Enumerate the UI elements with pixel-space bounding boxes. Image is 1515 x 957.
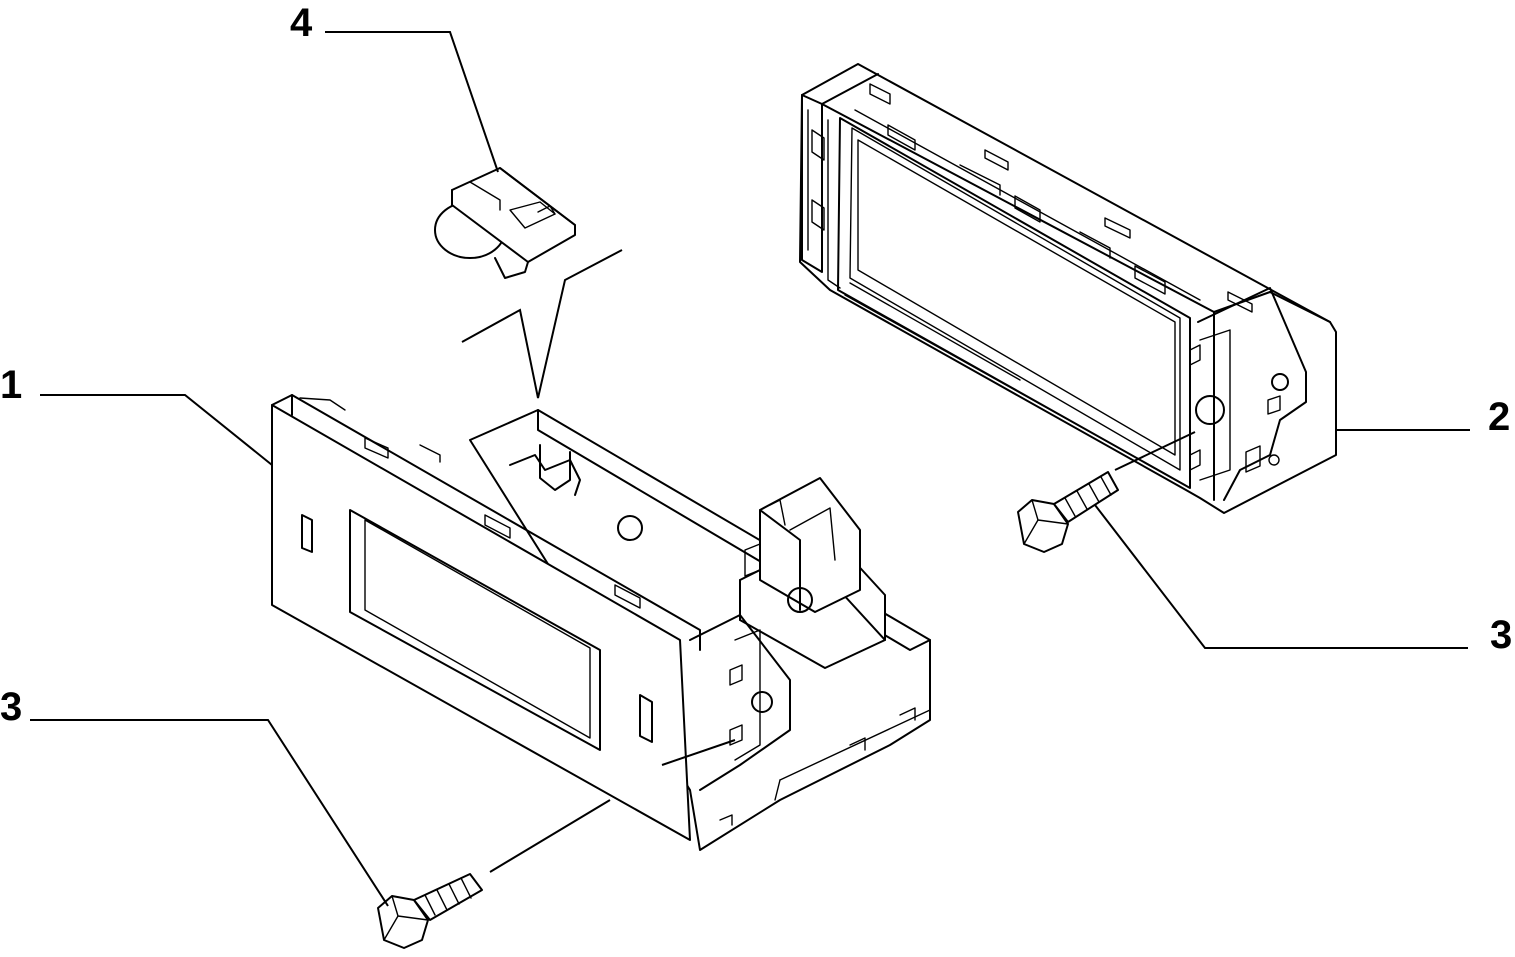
leader-line-3-left [30, 719, 389, 907]
assembly-line-right-screw [1114, 431, 1196, 471]
bulb-holder [434, 167, 576, 279]
callout-part-3-left: 3 [0, 685, 22, 729]
leader-line-1 [40, 394, 273, 466]
callout-part-4: 4 [290, 1, 313, 45]
screw-left [377, 873, 483, 949]
assembly-arrow-bulb [461, 249, 623, 399]
leader-line-4 [325, 31, 499, 173]
assembly-line-left-screw [489, 799, 611, 873]
callout-part-3-right: 3 [1490, 613, 1512, 657]
callout-part-1: 1 [0, 363, 22, 407]
callout-part-2: 2 [1488, 395, 1510, 439]
screw-right [1017, 471, 1119, 553]
leader-line-3-right [1094, 504, 1468, 649]
assembly-line-face [661, 739, 736, 766]
display-module-body [271, 394, 931, 851]
rear-frame-bracket [799, 63, 1337, 514]
